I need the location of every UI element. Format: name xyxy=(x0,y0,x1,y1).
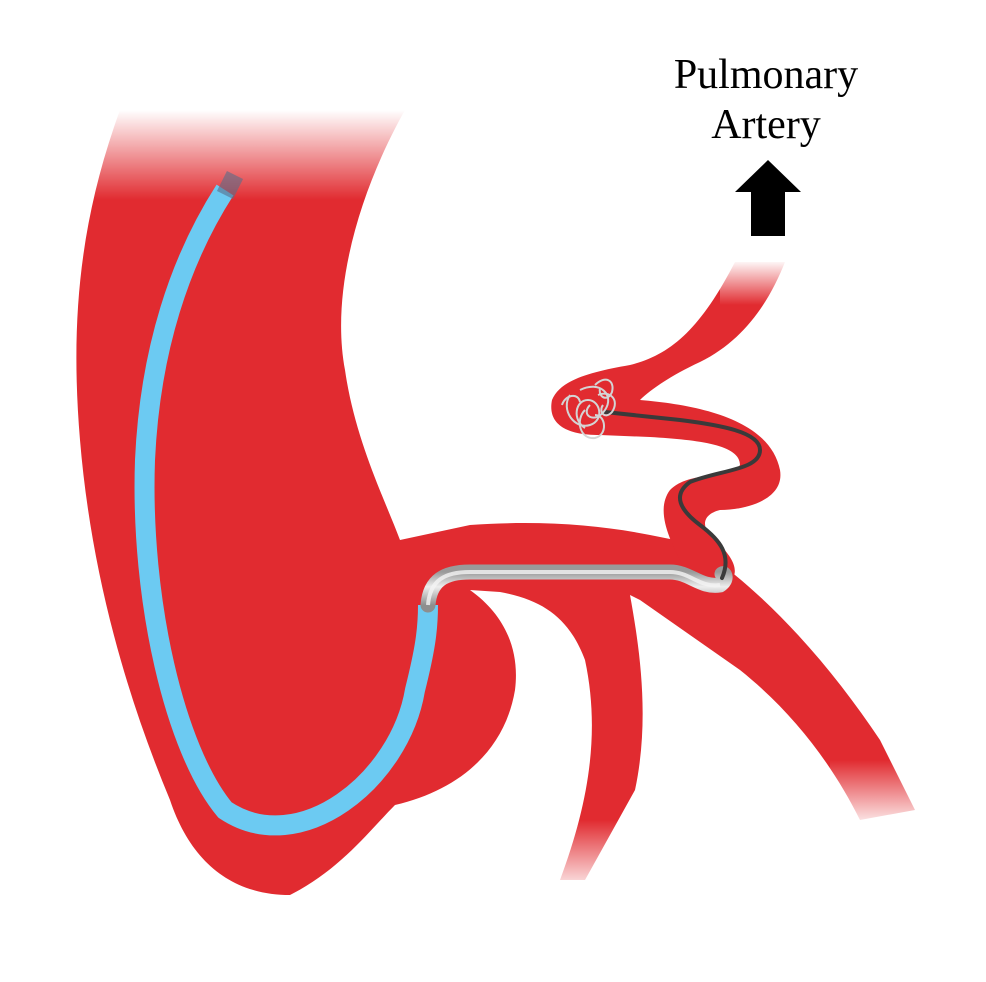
guide-catheter xyxy=(134,184,438,836)
trunk-top-fade xyxy=(90,100,420,200)
pa-top-fade xyxy=(720,250,800,305)
guidewire xyxy=(603,410,763,580)
catheter-fade-tip xyxy=(216,170,244,200)
arrow-up-icon xyxy=(735,160,801,236)
main-vessel-trunk xyxy=(76,110,916,895)
embolization-coil xyxy=(561,378,616,440)
right-branch-fade xyxy=(830,760,940,835)
microcatheter-highlight xyxy=(426,570,721,606)
label-line-1: Pulmonary xyxy=(673,52,859,98)
pulmonary-artery-label: Pulmonary Artery xyxy=(636,50,896,150)
left-branch-fade xyxy=(540,820,650,900)
pulmonary-artery-branch xyxy=(551,262,785,590)
label-line-2: Artery xyxy=(711,102,821,148)
